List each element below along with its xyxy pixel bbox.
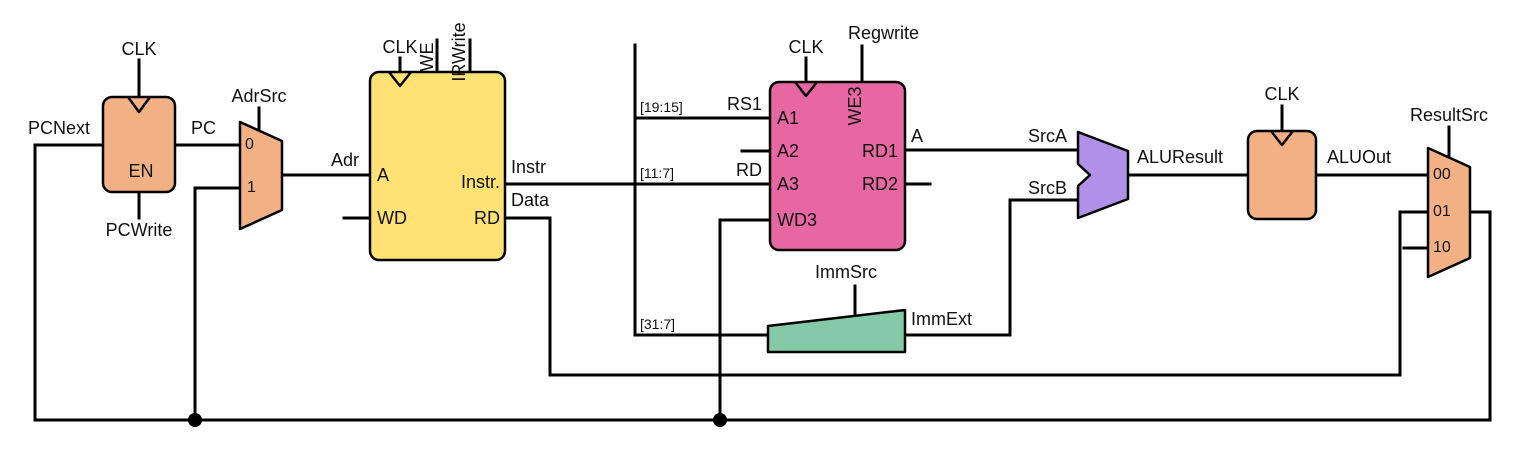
en-port-label: EN — [128, 161, 154, 181]
resultsrc-label: ResultSrc — [1409, 105, 1489, 125]
adr-label: Adr — [331, 150, 360, 170]
rd2-port-label: RD2 — [861, 174, 898, 194]
slice-11-7-label: [11:7] — [640, 165, 674, 181]
aluout-clock-wedge-icon — [1270, 130, 1294, 147]
aluout-register-block — [1246, 129, 1318, 221]
instr-label: Instr — [511, 157, 547, 177]
slice-19-15-label: [19:15] — [640, 99, 683, 115]
pc-clock-wedge-icon — [126, 96, 152, 114]
rf-clk-label: CLK — [788, 37, 824, 57]
srca-label: SrcA — [1028, 126, 1068, 146]
rf-a-out-label: A — [911, 126, 924, 146]
wire-srcb — [903, 198, 1080, 337]
pc-label: PC — [191, 118, 217, 138]
srcb-label: SrcB — [1028, 178, 1068, 198]
pcwrite-label: PCWrite — [105, 220, 173, 240]
mem-wd-port-label: WD — [377, 208, 407, 228]
result-mux-01-label: 01 — [1433, 203, 1451, 220]
a2-port-label: A2 — [777, 141, 800, 161]
aluresult-label: ALUResult — [1137, 147, 1224, 167]
resultsrc-mux-block — [1426, 146, 1472, 279]
regwrite-label: Regwrite — [848, 23, 920, 43]
register-file-block — [768, 80, 907, 252]
result-mux-10-label: 10 — [1433, 239, 1451, 256]
we3-port-label: WE3 — [845, 86, 865, 126]
pc-register-block — [101, 95, 177, 194]
mem-rd-port-label: RD — [474, 208, 500, 228]
wire-result-to-mux1 — [193, 186, 242, 422]
wire-result-feedback — [33, 143, 1492, 422]
adrsrc-mux-block — [238, 120, 284, 231]
memory-clock-wedge-icon — [388, 71, 412, 88]
mem-we-label: WE — [417, 42, 437, 72]
mem-instr-port-label: Instr. — [460, 172, 500, 192]
wire-wd3 — [718, 218, 772, 422]
pcnext-label: PCNext — [28, 118, 91, 138]
aluout-clk-label: CLK — [1264, 84, 1300, 104]
memory-block — [368, 70, 507, 262]
junction-dot — [188, 413, 202, 427]
rd1-port-label: RD1 — [861, 141, 898, 161]
wire-data — [503, 210, 1430, 377]
aluout-label: ALUOut — [1327, 147, 1392, 167]
rd-label: RD — [736, 160, 762, 180]
adr-mux-0-label: 0 — [245, 136, 254, 153]
adrsrc-label: AdrSrc — [231, 86, 287, 106]
result-mux-00-label: 00 — [1433, 166, 1451, 183]
mem-clk-label: CLK — [382, 37, 418, 57]
regfile-clock-wedge-icon — [794, 81, 818, 98]
immext-label: ImmExt — [911, 309, 972, 329]
extend-block — [766, 308, 907, 354]
a3-port-label: A3 — [777, 174, 800, 194]
a1-port-label: A1 — [777, 108, 800, 128]
wd3-port-label: WD3 — [777, 210, 817, 230]
slice-31-7-label: [31:7] — [640, 316, 676, 332]
alu-block — [1076, 130, 1130, 220]
pc-clk-label: CLK — [121, 39, 157, 59]
rs1-label: RS1 — [727, 94, 763, 114]
mem-irwrite-label: IRWrite — [449, 22, 469, 82]
immsrc-label: ImmSrc — [815, 262, 877, 282]
mem-a-port-label: A — [377, 165, 390, 185]
adr-mux-1-label: 1 — [247, 179, 256, 196]
junction-dot — [713, 413, 727, 427]
data-label: Data — [511, 190, 550, 210]
